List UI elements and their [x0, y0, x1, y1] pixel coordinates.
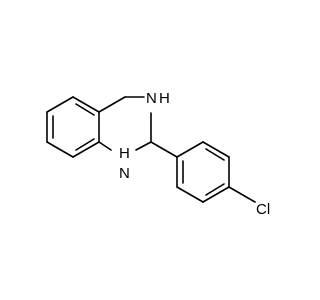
atom-hydrogen: H: [119, 145, 130, 162]
bond: [98, 96, 126, 113]
heterocycle-ring: [98, 96, 152, 151]
bond: [135, 141, 152, 151]
atom-label-chlorine: Cl: [256, 201, 270, 218]
atom-hydrogen: H: [159, 90, 170, 107]
atom-label-n-lower: H N: [119, 145, 130, 182]
bond: [46, 141, 74, 158]
bond: [72, 96, 100, 113]
bond: [228, 186, 256, 203]
bond: [176, 186, 204, 203]
atom-symbol: N: [119, 165, 130, 182]
bond: [46, 96, 74, 113]
atom-symbol: Cl: [256, 201, 270, 218]
bond: [176, 141, 204, 158]
double-bond-line: [75, 138, 95, 151]
benzo-ring: [46, 96, 100, 158]
bond: [98, 141, 112, 151]
bond: [202, 141, 230, 158]
bond: [150, 141, 178, 158]
atom-symbol: N: [146, 90, 157, 107]
double-bond-line: [205, 183, 225, 196]
double-bond-line: [205, 148, 225, 161]
bond: [72, 141, 100, 158]
double-bond-line: [75, 103, 95, 116]
chlorophenyl-ring: [176, 141, 230, 203]
structure-diagram: N H H N Cl: [46, 90, 270, 218]
atom-label-n-upper: N H: [146, 90, 170, 107]
bond: [202, 186, 230, 203]
